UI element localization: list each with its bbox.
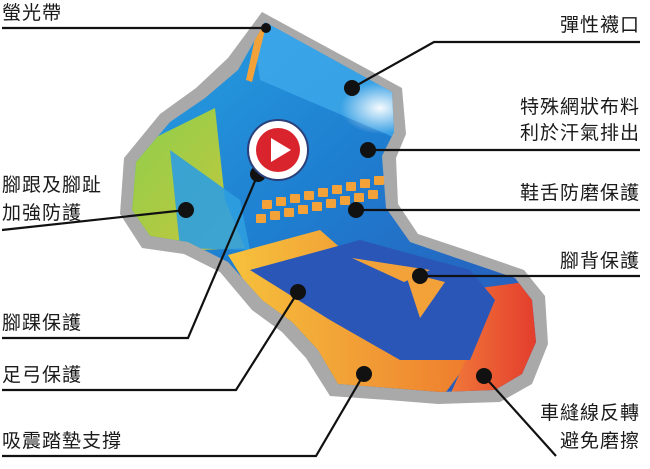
label-tongue-protection: 鞋舌防磨保護 [519,182,640,204]
play-button-icon[interactable] [247,119,309,181]
callout-dots [178,23,492,384]
label-mesh-fabric-2: 利於汗氣排出 [519,122,640,144]
label-heel-toe-1: 腳跟及腳趾 [2,174,103,196]
label-mesh-fabric-1: 特殊網狀布料 [519,96,640,118]
label-reflective-strip: 螢光帶 [2,2,63,24]
label-elastic-cuff: 彈性襪口 [559,14,640,36]
label-arch-protection: 足弓保護 [2,364,83,386]
label-ankle-protection: 腳踝保護 [2,312,83,334]
label-cushion-support: 吸震踏墊支撐 [2,430,123,452]
label-heel-toe-2: 加強防護 [2,202,83,224]
label-reverse-seam-2: 避免磨擦 [559,430,640,452]
label-reverse-seam-1: 車縫線反轉 [539,402,640,424]
label-instep-protection: 腳背保護 [559,250,640,272]
leader-lines [1,26,640,458]
tongue-pads [256,176,384,223]
